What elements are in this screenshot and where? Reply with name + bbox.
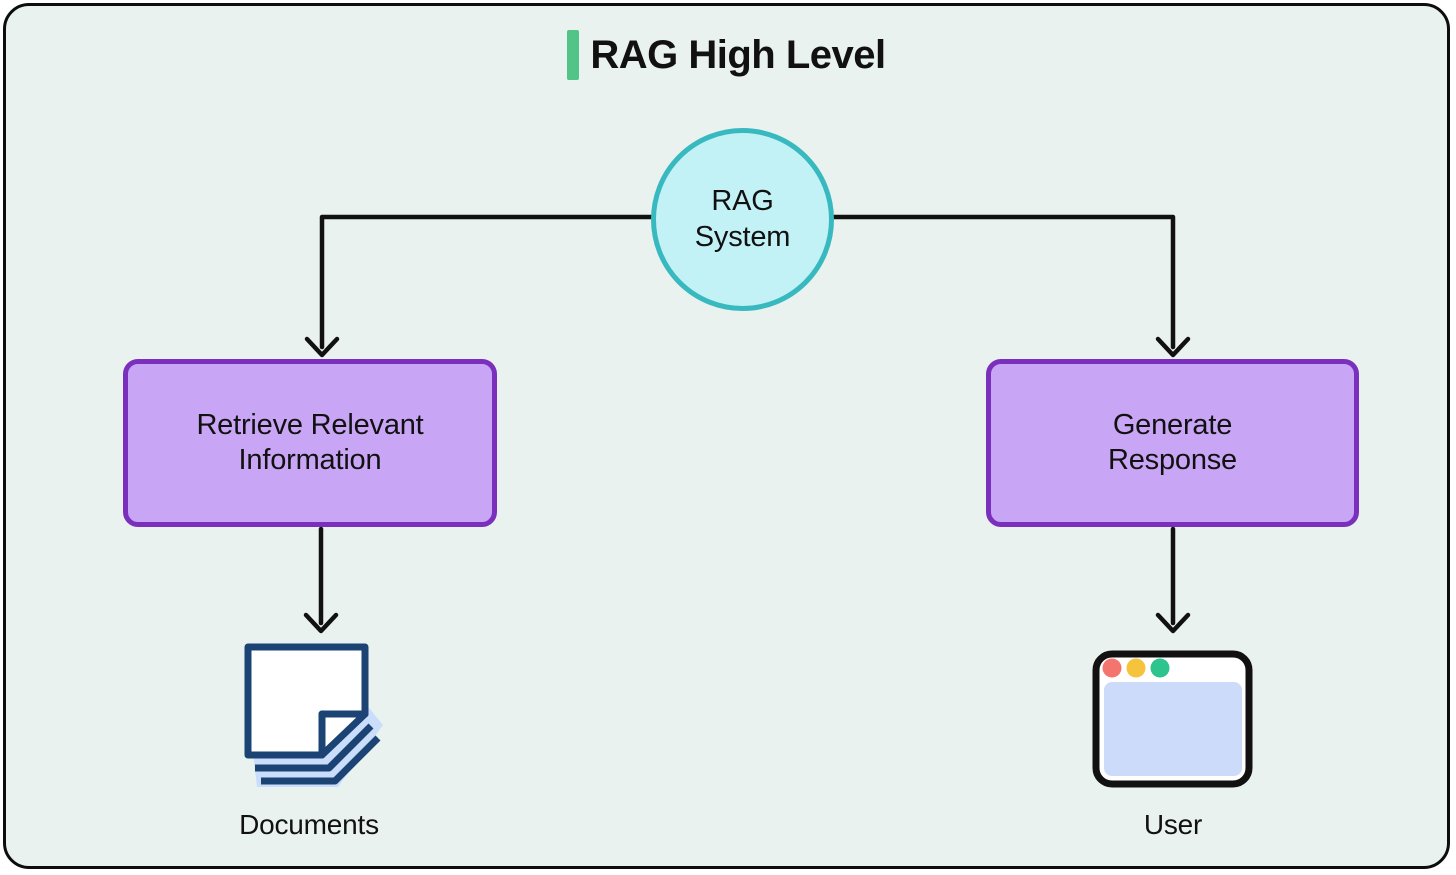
node-rag-system: RAG System: [651, 128, 834, 311]
edge-ragsystem-to-generate: [830, 214, 1191, 358]
edge-generate-to-user: [1155, 526, 1191, 634]
window-dot-yellow: [1126, 658, 1146, 678]
edge-ragsystem-to-retrieve: [304, 214, 655, 358]
node-rag-system-label: RAG System: [694, 185, 791, 253]
edge-retrieve-to-documents: [303, 526, 339, 634]
diagram-canvas: RAG High Level RAG System R: [3, 3, 1450, 869]
node-retrieve-label: Retrieve Relevant Information: [196, 408, 424, 476]
window-dot-red: [1102, 658, 1122, 678]
node-generate-response: Generate Response: [986, 359, 1359, 527]
node-generate-label: Generate Response: [1108, 408, 1237, 476]
diagram-header: RAG High Level: [6, 30, 1447, 80]
browser-window-icon: [1092, 650, 1253, 788]
window-dot-green: [1150, 658, 1170, 678]
page-title: RAG High Level: [590, 33, 886, 77]
documents-caption: Documents: [239, 809, 379, 840]
user-caption: User: [1143, 809, 1203, 840]
node-retrieve-relevant-information: Retrieve Relevant Information: [123, 359, 497, 527]
documents-stack-icon: [244, 643, 383, 787]
title-accent-bar: [567, 30, 580, 80]
